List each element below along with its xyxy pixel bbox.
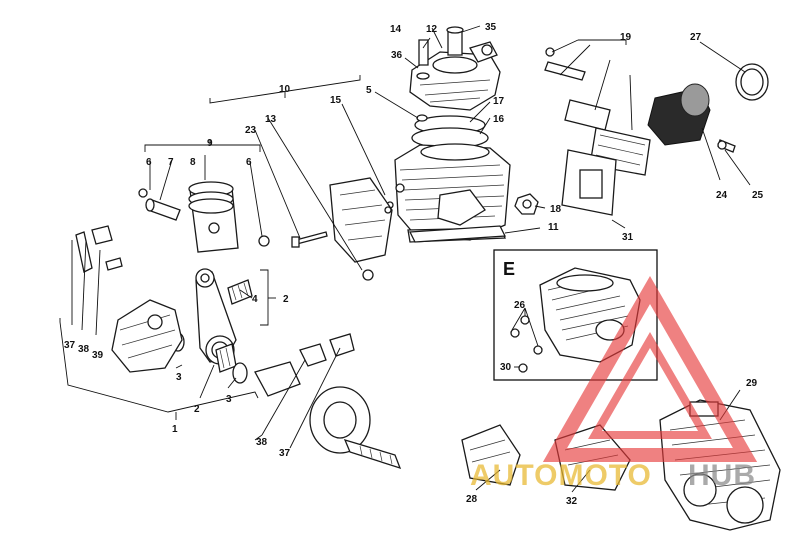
callout-10: 10: [279, 84, 291, 95]
callout-38b: 38: [256, 437, 268, 448]
callout-17: 17: [493, 96, 505, 107]
cylinder-head: [409, 26, 501, 111]
callout-31: 31: [622, 232, 634, 243]
callout-3a: 3: [176, 372, 182, 383]
detail-box-label: E: [503, 259, 515, 279]
callout-24: 24: [716, 190, 728, 201]
callout-15: 15: [330, 95, 342, 106]
callout-39: 39: [92, 350, 104, 361]
callout-18: 18: [550, 204, 562, 215]
callout-labels: 1 2 2 3 3 4 5 6 6 7 8 9 10 11 12 13 14 1…: [64, 22, 764, 507]
callout-11: 11: [548, 222, 559, 233]
intake-manifold: [647, 63, 769, 153]
callout-19: 19: [620, 32, 632, 43]
callout-37a: 37: [64, 340, 76, 351]
callout-2b: 2: [194, 404, 200, 415]
callout-25: 25: [752, 190, 764, 201]
watermark-logo: AUTOMOTO HUB: [470, 275, 758, 492]
callout-6b: 6: [246, 157, 252, 168]
spare-part-28: [461, 424, 521, 486]
nut-18: [514, 193, 539, 215]
callout-23: 23: [245, 125, 257, 136]
callout-16: 16: [493, 114, 505, 125]
guard-plate: [329, 177, 393, 281]
crankshaft-left: [75, 225, 183, 373]
watermark-text-b: HUB: [688, 459, 756, 492]
callout-3b: 3: [226, 394, 232, 405]
callout-36: 36: [391, 50, 403, 61]
callout-37b: 37: [279, 448, 291, 459]
crankshaft-right: [254, 333, 402, 470]
callout-9: 9: [207, 138, 213, 149]
head-gaskets: [411, 114, 489, 149]
callout-7: 7: [168, 157, 174, 168]
watermark-triangle-icon: [542, 275, 758, 462]
callout-1: 1: [172, 424, 178, 435]
callout-38a: 38: [78, 344, 90, 355]
connecting-rod: [195, 268, 253, 373]
reed-valve-assembly: [544, 47, 651, 216]
bolt-23: [291, 231, 328, 248]
callout-14: 14: [390, 24, 402, 35]
callout-28: 28: [466, 494, 478, 505]
callout-32: 32: [566, 496, 578, 507]
callout-35: 35: [485, 22, 497, 33]
callout-30: 30: [500, 362, 512, 373]
callout-2: 2: [283, 294, 289, 305]
callout-6a: 6: [146, 157, 152, 168]
callout-13: 13: [265, 114, 277, 125]
callout-12: 12: [426, 24, 438, 35]
watermark-text-a: AUTOMOTO: [470, 459, 652, 492]
callout-5: 5: [366, 85, 372, 96]
leader-lines: [59, 25, 751, 493]
callout-26: 26: [514, 300, 526, 311]
callout-29: 29: [746, 378, 758, 389]
piston-assembly: [138, 181, 270, 253]
callout-8: 8: [190, 157, 196, 168]
callout-27: 27: [690, 32, 702, 43]
base-gasket: [408, 225, 507, 243]
callout-4: 4: [252, 294, 258, 305]
